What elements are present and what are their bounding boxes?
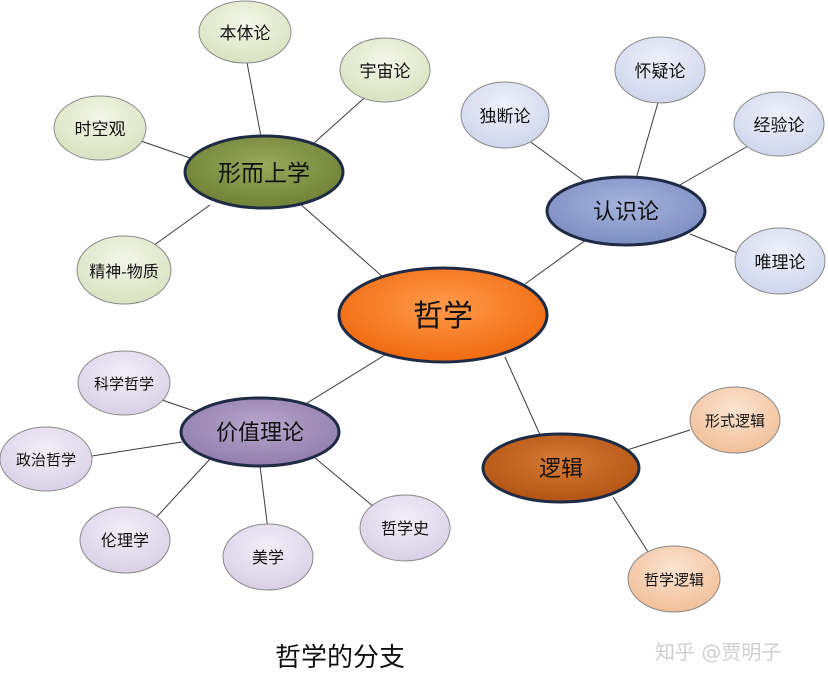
leaf-node-ontology: 本体论 [198,0,292,64]
leaf-node-empiricism: 经验论 [733,91,825,157]
leaf-node-mind-matter: 精神-物质 [76,235,172,305]
leaf-label-philosophy-of-science: 科学哲学 [94,375,154,393]
leaf-label-cosmology: 宇宙论 [360,62,411,82]
leaf-node-skepticism: 怀疑论 [614,36,706,104]
leaf-label-mind-matter: 精神-物质 [89,262,158,281]
leaf-node-political-philosophy: 政治哲学 [0,426,93,492]
leaf-label-empiricism: 经验论 [754,116,805,136]
leaf-node-spacetime-view: 时空观 [53,95,147,161]
leaf-label-aesthetics: 美学 [252,548,284,567]
leaf-node-philosophical-logic: 哲学逻辑 [627,545,721,613]
leaf-label-philosophical-logic: 哲学逻辑 [644,571,704,589]
connector-lines [91,51,749,556]
leaf-label-history-of-philosophy: 哲学史 [381,519,429,538]
leaf-node-ethics: 伦理学 [79,506,171,574]
watermark: 知乎 @贾明子 [655,640,782,664]
branch-label-logic: 逻辑 [539,457,583,482]
leaf-label-ethics: 伦理学 [101,531,149,550]
branch-label-metaphysics: 形而上学 [218,161,310,187]
diagram-caption: 哲学的分支 [274,643,405,673]
leaf-node-philosophy-of-science: 科学哲学 [77,350,171,416]
leaf-node-aesthetics: 美学 [222,523,314,591]
leaf-label-dogmatism: 独断论 [480,107,531,127]
leaf-node-rationalism: 唯理论 [734,227,826,295]
leaf-label-rationalism: 唯理论 [755,253,806,273]
branch-label-epistemology: 认识论 [593,200,659,225]
branch-label-value-theory: 价值理论 [216,421,304,446]
leaf-node-cosmology: 宇宙论 [339,37,431,103]
leaf-label-political-philosophy: 政治哲学 [16,451,76,469]
branch-node-logic: 逻辑 [481,432,641,504]
leaf-label-skepticism: 怀疑论 [635,62,686,82]
branch-node-metaphysics: 形而上学 [183,134,345,210]
branch-node-epistemology: 认识论 [545,175,707,247]
center-node: 哲学 [337,266,549,364]
leaf-node-dogmatism: 独断论 [460,81,550,149]
leaf-label-ontology: 本体论 [220,24,271,44]
branch-node-value-theory: 价值理论 [179,396,341,468]
leaf-node-formal-logic: 形式逻辑 [689,386,781,454]
center-label: 哲学 [413,299,473,334]
leaf-label-spacetime-view: 时空观 [75,120,126,140]
leaf-label-formal-logic: 形式逻辑 [705,412,765,430]
leaf-node-history-of-philosophy: 哲学史 [359,494,451,562]
